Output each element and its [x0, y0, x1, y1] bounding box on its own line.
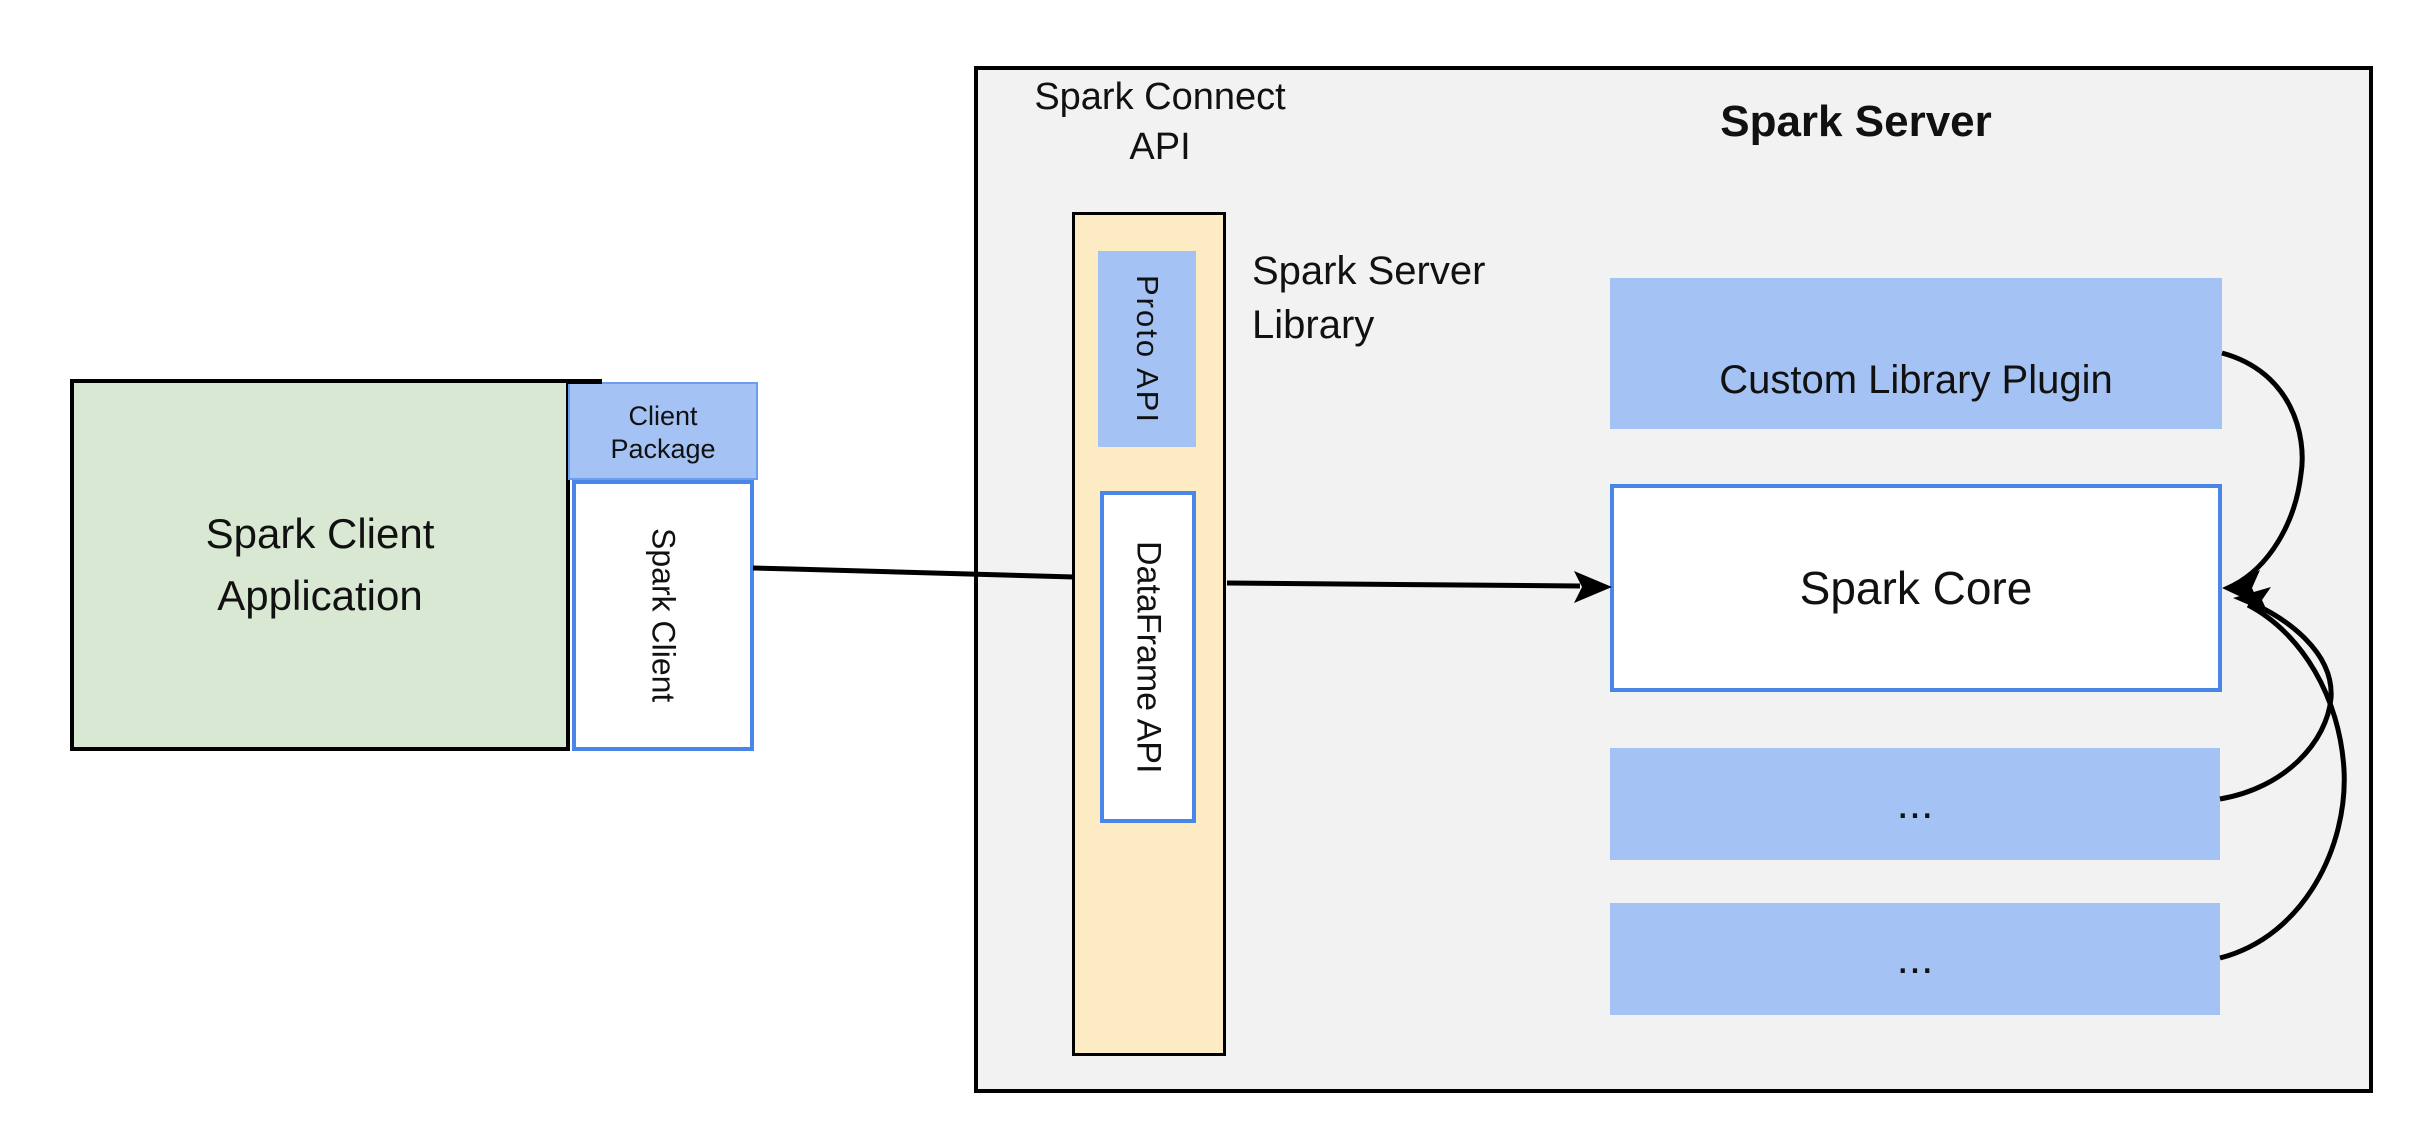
spark-client-application-box: Spark Client Application	[70, 379, 570, 751]
dataframe-api-box: DataFrame API	[1100, 491, 1196, 823]
client-package-line1: Client	[628, 401, 698, 431]
spark-client-application-line2: Application	[217, 572, 423, 619]
spark-core-box: Spark Core	[1610, 484, 2222, 692]
spark-connect-api-line2: API	[1129, 126, 1191, 168]
spark-server-library-line1: Spark Server	[1252, 249, 1486, 293]
plugin-slot2-box: ...	[1610, 903, 2220, 1015]
spark-server-title: Spark Server	[1720, 97, 1992, 146]
plugin-slot1-box: ...	[1610, 748, 2220, 860]
green-box-border-stub	[568, 379, 602, 384]
spark-connect-api-label: Spark Connect API	[960, 72, 1360, 172]
dataframe-api-label: DataFrame API	[1129, 540, 1168, 774]
spark-client-box: Spark Client	[572, 480, 754, 751]
spark-server-library-line2: Library	[1252, 303, 1375, 347]
client-package-box: Client Package	[568, 382, 758, 480]
proto-api-label: Proto API	[1130, 274, 1165, 424]
plugin-slot1-label: ...	[1896, 779, 1934, 828]
spark-connect-api-line1: Spark Connect	[1034, 76, 1286, 118]
plugin-slot2-label: ...	[1896, 934, 1934, 983]
spark-client-application-line1: Spark Client	[205, 510, 435, 557]
spark-client-label: Spark Client	[645, 528, 682, 703]
custom-library-plugin-label: Custom Library Plugin	[1719, 358, 2113, 402]
spark-server-library-label: Spark Server Library	[1252, 244, 1672, 352]
client-package-line2: Package	[610, 434, 716, 464]
spark-core-label: Spark Core	[1799, 562, 2033, 614]
proto-api-box: Proto API	[1098, 251, 1196, 447]
custom-library-plugin-box: Custom Library Plugin	[1610, 278, 2222, 429]
